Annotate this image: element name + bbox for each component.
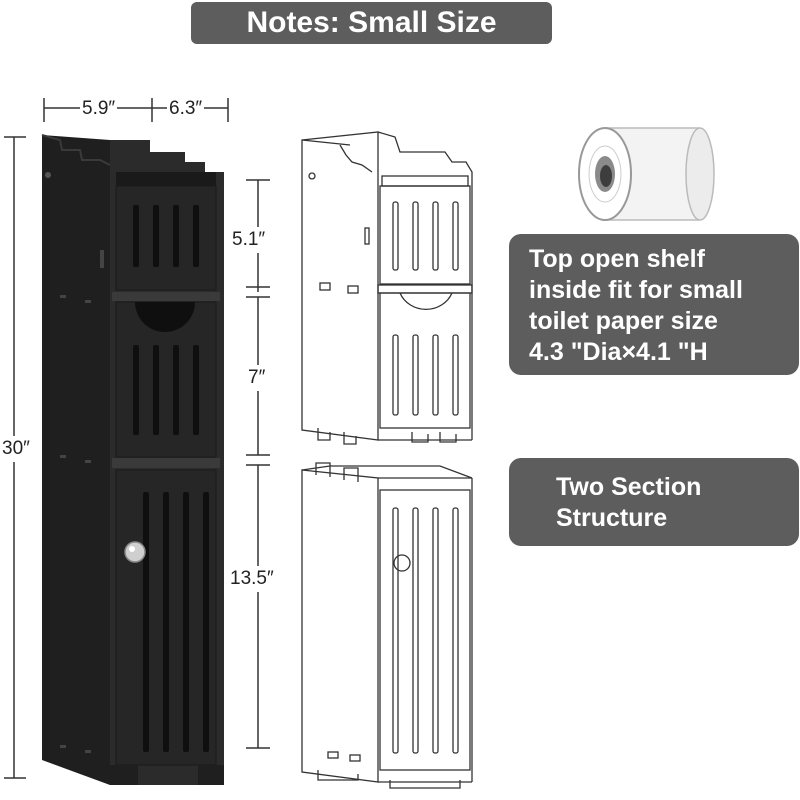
top-shelf-note: Top open shelf inside fit for small toil… (509, 234, 799, 375)
note-line: Two Section (556, 473, 702, 501)
depth-label: 5.9″ (80, 98, 118, 120)
bottom-height-label: 13.5″ (230, 566, 274, 592)
total-height-label: 30″ (2, 436, 30, 462)
width-label: 6.3″ (167, 98, 205, 120)
structure-note: Two Section Structure (509, 458, 799, 546)
note-line: Structure (556, 504, 668, 532)
page-title: Notes: Small Size (246, 6, 497, 39)
note-line: Top open shelf (529, 245, 705, 273)
note-line: 4.3 "Dia×4.1 "H (529, 338, 708, 366)
title-badge: Notes: Small Size (191, 2, 552, 44)
note-line: inside fit for small (529, 276, 743, 304)
top-drawer-height-label: 5.1″ (232, 227, 266, 253)
middle-height-label: 7″ (248, 365, 266, 391)
note-line: toilet paper size (529, 307, 718, 335)
